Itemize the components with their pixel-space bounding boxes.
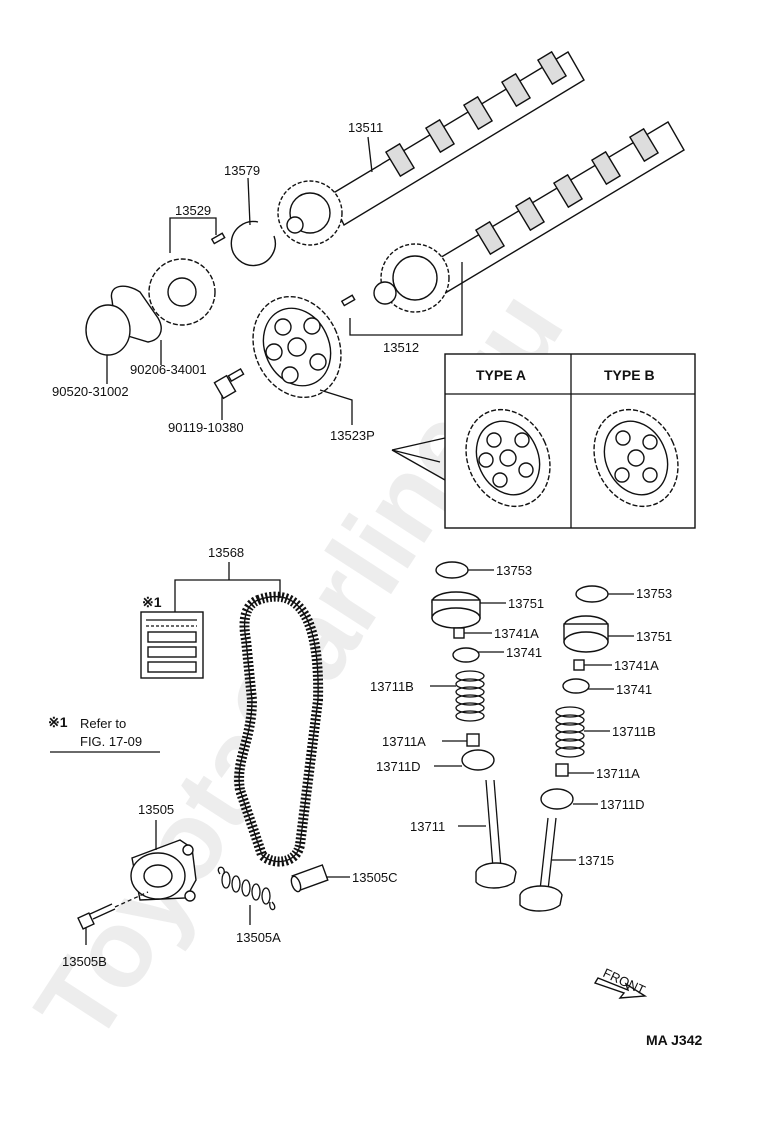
label-13751-left: 13751 xyxy=(508,596,544,611)
timing-pulley-13523p xyxy=(252,295,342,399)
pulley-type-a xyxy=(465,408,551,508)
note-mark: ※1 xyxy=(142,594,162,610)
label-13529: 13529 xyxy=(175,203,211,218)
camshaft-13511 xyxy=(277,50,585,246)
label-13505: 13505 xyxy=(138,802,174,817)
label-13741-left: 13741 xyxy=(506,645,542,660)
front-arrow-icon: FRONT xyxy=(593,965,648,999)
label-13753-right: 13753 xyxy=(636,586,672,601)
bolt-13505b xyxy=(77,891,149,945)
bolt-90119 xyxy=(213,367,245,400)
pulley-type-b xyxy=(593,408,679,508)
leader-13568 xyxy=(174,579,281,612)
label-13715: 13715 xyxy=(578,853,614,868)
label-13568: 13568 xyxy=(208,545,244,560)
tensioner-13505 xyxy=(130,820,197,902)
belt-label-card xyxy=(140,611,204,679)
label-13711: 13711 xyxy=(410,819,445,834)
label-90520: 90520-31002 xyxy=(52,384,129,399)
label-90119: 90119-10380 xyxy=(168,420,244,435)
spring-13505a xyxy=(217,866,276,925)
leader-lines-upper xyxy=(106,136,463,463)
label-13753-left: 13753 xyxy=(496,563,532,578)
diagram-code: MA J342 xyxy=(646,1032,703,1048)
type-box xyxy=(391,353,696,529)
label-13711b-left: 13711B xyxy=(370,679,414,694)
leader-lines-valves xyxy=(430,569,634,861)
valve-train-left xyxy=(431,561,517,889)
label-13711a-right: 13711A xyxy=(596,766,640,781)
label-13505b: 13505B xyxy=(62,954,107,969)
label-13741-right: 13741 xyxy=(616,682,652,697)
label-13711a-left: 13711A xyxy=(382,734,426,749)
label-13741a-left: 13741A xyxy=(494,626,539,641)
timing-belt-13568 xyxy=(234,591,324,867)
note-line2: FIG. 17-09 xyxy=(80,734,142,749)
snap-ring-13579 xyxy=(230,220,277,267)
label-13523p: 13523P xyxy=(330,428,375,443)
label-13711d-right: 13711D xyxy=(600,797,645,812)
label-13711b-right: 13711B xyxy=(612,724,656,739)
label-13505a: 13505A xyxy=(236,930,281,945)
camshaft-13512 xyxy=(340,121,685,313)
label-13512: 13512 xyxy=(383,340,419,355)
type-a-header: TYPE A xyxy=(476,367,526,383)
sleeve-13505c xyxy=(290,864,350,893)
gear-13529 xyxy=(148,232,226,326)
label-13741a-right: 13741A xyxy=(614,658,659,673)
label-13711d-left: 13711D xyxy=(376,759,421,774)
valve-train-right xyxy=(519,585,609,912)
part-labels: 13511 13579 13529 90206-34001 90520-3100… xyxy=(48,120,703,1048)
note-line1: Refer to xyxy=(80,716,126,731)
label-13505c: 13505C xyxy=(352,870,398,885)
label-90206: 90206-34001 xyxy=(130,362,207,377)
label-13751-right: 13751 xyxy=(636,629,672,644)
note-ref-mark: ※1 xyxy=(48,714,68,730)
label-13579: 13579 xyxy=(224,163,260,178)
ring-90520 xyxy=(85,304,131,356)
label-13511: 13511 xyxy=(348,120,383,135)
type-b-header: TYPE B xyxy=(604,367,655,383)
